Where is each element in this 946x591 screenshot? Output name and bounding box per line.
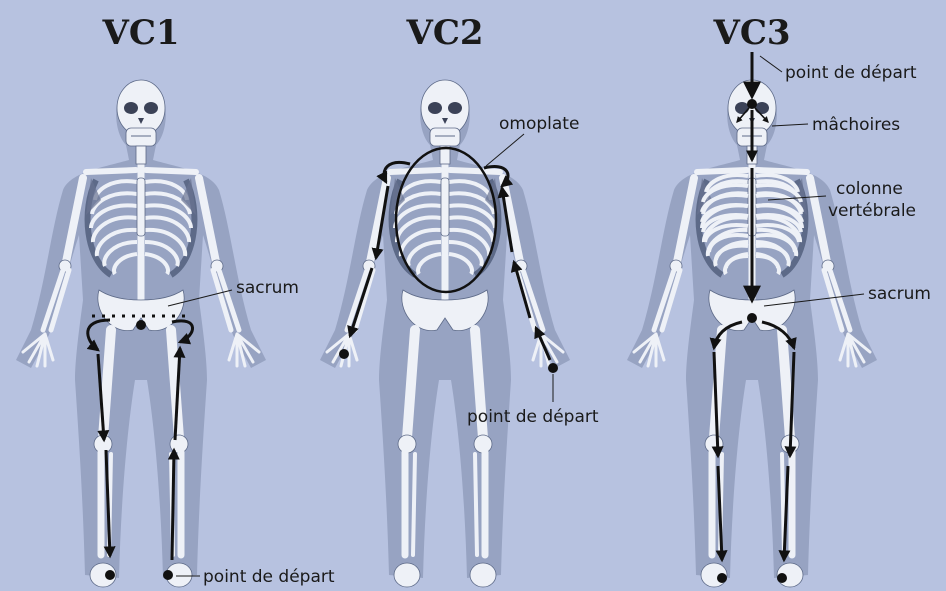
figure-title-vc3: VC3 [712, 13, 790, 53]
vc2-omoplate-label: omoplate [499, 114, 579, 134]
vc3-sacrum-label: sacrum [868, 284, 931, 304]
vc3-start-label: point de départ [785, 63, 917, 83]
vc2-omoplate-leader [486, 134, 524, 166]
figure-title-vc2: VC2 [405, 13, 483, 53]
vc3-colonne-label-2: vertébrale [828, 201, 916, 221]
vc2-start-label: point de départ [467, 407, 599, 427]
figure-title-vc1: VC1 [101, 13, 179, 53]
vc3-colonne-label-1: colonne [836, 179, 903, 199]
figure-vc1 [16, 80, 266, 587]
vc3-machoires-leader [772, 124, 808, 126]
vc3-start-leader [760, 56, 782, 72]
vc1-start-label: point de départ [203, 567, 335, 587]
vc1-sacrum-label: sacrum [236, 278, 299, 298]
vc3-machoires-label: mâchoires [812, 115, 900, 135]
figure-vc2 [320, 80, 570, 587]
